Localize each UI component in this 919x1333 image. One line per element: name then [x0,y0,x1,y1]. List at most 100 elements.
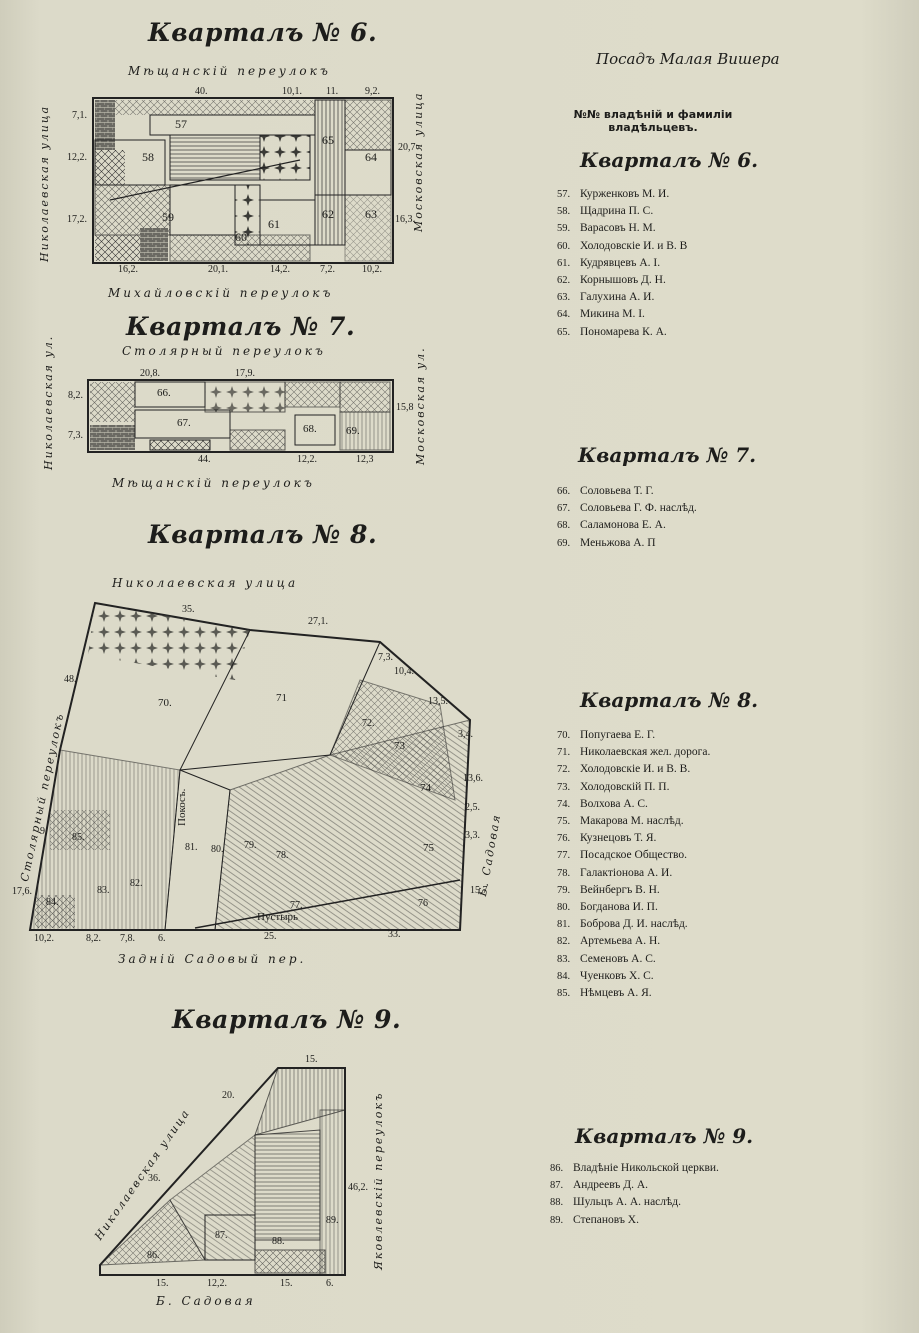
owner-entry: 65.Пономарева К. А. [557,324,687,341]
block-7-street-left: Николаевская ул. [42,334,55,470]
lot-number: 20. [222,1090,235,1101]
owner-entry-number: 77. [557,850,571,862]
lot-number: 10,2. [362,264,382,275]
owner-entry-number: 89. [550,1214,564,1226]
block-7-street-bottom: Мѣщанскій переулокъ [112,476,315,490]
lot-number: 15. [156,1278,169,1289]
owner-entry-number: 71. [557,747,571,759]
plot-label: 57 [175,117,187,131]
lot-number: 14,2. [270,264,290,275]
owner-entry: 67.Соловьева Г. Ф. наслѣд. [557,500,697,517]
lot-number: 10,2. [34,933,54,944]
owner-entry: 64.Микина М. І. [557,306,687,323]
owner-entry: 59.Варасовъ Н. М. [557,220,687,237]
owner-entry-name: Кузнецовъ Т. Я. [580,832,657,845]
lot-number: 10,4. [394,666,414,677]
owner-entry-name: Саламонова Е. А. [580,519,666,532]
plot-label: 87. [215,1230,228,1241]
block-7-street-top: Столярный переулокъ [122,344,326,358]
owner-entry-number: 62. [557,275,571,287]
block-8-street-top: Николаевская улица [112,576,299,590]
lot-number: 36. [148,1173,161,1184]
plot-label: 66. [157,387,171,399]
plot-label: 59 [162,210,174,224]
plot-label: 63 [365,207,377,221]
block-8-street-bottom: Задній Садовый пер. [118,952,307,966]
owner-entry-number: 64. [557,309,571,321]
lot-number: 10,1. [282,86,302,97]
owner-entry-number: 79. [557,884,571,896]
block-9-street-bottom: Б. Садовая [156,1294,256,1308]
plot-label: 88. [272,1236,285,1247]
owner-entry-number: 58. [557,206,571,218]
plot-label: 86. [147,1250,160,1261]
lot-number: 15,7 [470,885,488,896]
lot-number: 17,2. [67,214,87,225]
plot-label: 58 [142,150,154,164]
plot-label: 77. [290,900,303,911]
owner-entry: 61.Кудрявцевъ А. І. [557,255,687,272]
lot-number: 7,3. [68,430,83,441]
block-7-title: Кварталъ № 7. [126,312,356,341]
block-6-title: Кварталъ № 6. [148,18,378,47]
lot-number: 3,3. [465,830,480,841]
plot-label: 68. [303,423,317,435]
plot-label: 69. [346,425,360,437]
list-title-7: Кварталъ № 7. [578,443,757,467]
owner-entry-number: 84. [557,970,571,982]
owner-entry-name: Меньжова А. П [580,536,656,549]
owner-entry-number: 76. [557,833,571,845]
owner-entry-name: Галухина А. И. [580,291,655,304]
owner-entry-number: 82. [557,936,571,948]
owner-entry-number: 68. [557,520,571,532]
lot-number: 8,2. [68,390,83,401]
plot-label: 79. [244,840,257,851]
plot-label: 61 [268,217,280,231]
owner-entry-name: Холодовскіе И. и В. В. [580,763,691,776]
owner-entry-name: Кудрявцевъ А. І. [580,256,661,269]
list-caption: №№ владѣній и фамиліи владѣльцевъ. [573,108,733,134]
lot-number: 12,3 [356,454,374,465]
owner-entry-name: Богданова И. П. [580,901,658,914]
list-title-6: Кварталъ № 6. [580,148,759,172]
owner-entry-name: Корнышовъ Д. Н. [580,274,666,287]
lot-number: 17,6. [12,886,32,897]
owner-entry-number: 63. [557,292,571,304]
lot-number: 15,8 [396,402,414,413]
lot-number: 17,9. [235,368,255,379]
lot-number: 7,2. [320,264,335,275]
owner-entry-number: 80. [557,902,571,914]
plot-label: 70. [158,697,172,709]
owner-entry: 57.Курженковъ М. И. [557,186,687,203]
owner-entry-name: Вейнбергъ В. Н. [580,883,660,896]
lot-number: 15. [305,1054,318,1065]
owner-entry: 84.Чуенковъ Х. С. [557,968,710,985]
lot-number: 35. [182,604,195,615]
owner-entry-number: 59. [557,223,571,235]
block-8-title: Кварталъ № 8. [148,520,378,549]
plot-label: 64 [365,150,377,164]
owner-entry: 73.Холодовскій П. П. [557,779,710,796]
owner-entry-number: 69. [557,537,571,549]
list-title-8: Кварталъ № 8. [580,688,759,712]
owner-list-8: 70.Попугаева Е. Г.71.Николаевская жел. д… [557,727,710,1002]
plot-label: 62 [322,207,334,221]
owner-entry: 63. Галухина А. И. [557,289,687,306]
place-label-pustyr: Пустырь [257,911,299,923]
owner-entry: 74.Волхова А. С. [557,796,710,813]
lot-number: 7,3. [378,652,393,663]
lot-number: 9. [40,826,48,837]
plot-label: 75 [423,842,434,854]
lot-number: 7,8. [120,933,135,944]
owner-entry-name: Семеновъ А. С. [580,952,656,965]
owner-entry: 60.Холодовскіе И. и В. В [557,238,687,255]
owner-entry-number: 81. [557,919,571,931]
owner-entry-name: Макарова М. наслѣд. [580,815,684,828]
lot-number: 16,3. [395,214,415,225]
lot-number: 13,6. [463,773,483,784]
owner-list-6: 57.Курженковъ М. И.58.Щадрина П. С.59.Ва… [557,186,687,341]
block-7-street-right: Московская ул. [414,346,427,465]
owner-entry-name: Пономарева К. А. [580,325,667,338]
owner-entry: 70.Попугаева Е. Г. [557,727,710,744]
